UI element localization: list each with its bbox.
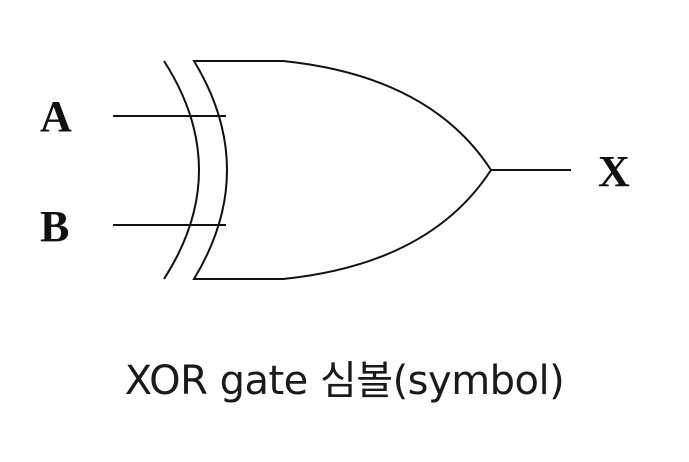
xor-extra-input-curve <box>163 60 200 280</box>
xor-gate-body <box>192 60 493 280</box>
diagram-caption: XOR gate 심볼(symbol) <box>124 358 565 404</box>
input-b-label: B <box>40 202 69 251</box>
input-a-label: A <box>40 92 72 141</box>
output-x-label: X <box>598 147 630 196</box>
xor-gate-diagram: A B X <box>40 60 630 280</box>
